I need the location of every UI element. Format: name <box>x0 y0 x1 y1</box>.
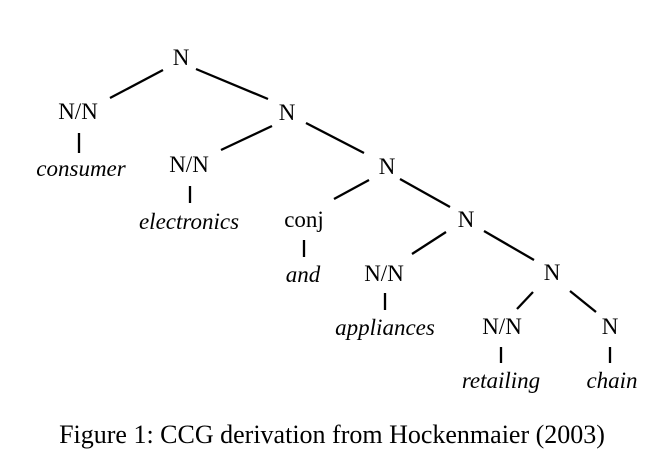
tree-internal-labels: N N N N N <box>173 45 561 285</box>
edge-root-to-nn-consumer <box>109 68 164 100</box>
edge-root-to-n-level2 <box>195 67 269 101</box>
tree-word-electronics: electronics <box>139 209 239 234</box>
tree-cat-consumer: N/N <box>58 99 98 124</box>
tree-word-chain: chain <box>586 368 637 393</box>
tree-node-level4: N <box>458 207 475 232</box>
ccg-derivation-tree: N N N N N N/N N/N conj N/N N/N N consume… <box>36 45 637 393</box>
edge-n-level3-to-n-level4 <box>399 177 451 209</box>
edge-n-level3-to-conj <box>333 178 370 201</box>
tree-cat-electronics: N/N <box>169 152 209 177</box>
tree-cat-retailing: N/N <box>482 314 522 339</box>
edge-n-level2-to-nn-electronics <box>220 124 273 152</box>
edge-n-level4-to-nn-appliances <box>411 231 447 255</box>
tree-word-and: and <box>286 262 321 287</box>
tree-cat-appliances: N/N <box>364 261 404 286</box>
tree-word-retailing: retailing <box>462 368 540 393</box>
edge-n-level4-to-n-level5 <box>483 230 535 261</box>
tree-word-consumer: consumer <box>36 156 126 181</box>
tree-node-level2: N <box>279 100 296 125</box>
tree-node-level5: N <box>544 260 561 285</box>
edge-n-level5-to-n-chain <box>569 290 597 313</box>
figure-caption: Figure 1: CCG derivation from Hockenmaie… <box>59 420 605 449</box>
tree-node-level3: N <box>379 154 396 179</box>
tree-preterminal-labels: N/N N/N conj N/N N/N N <box>58 99 619 339</box>
tree-cat-and: conj <box>284 207 324 232</box>
tree-cat-chain: N <box>602 314 619 339</box>
tree-lexical-bars <box>77 133 612 363</box>
edge-n-level5-to-nn-retailing <box>516 291 534 310</box>
tree-leaf-words: consumer electronics and appliances reta… <box>36 156 637 393</box>
tree-word-appliances: appliances <box>335 315 435 340</box>
tree-node-root: N <box>173 45 190 70</box>
tree-branches <box>109 67 597 313</box>
edge-n-level2-to-n-level3 <box>305 121 365 155</box>
